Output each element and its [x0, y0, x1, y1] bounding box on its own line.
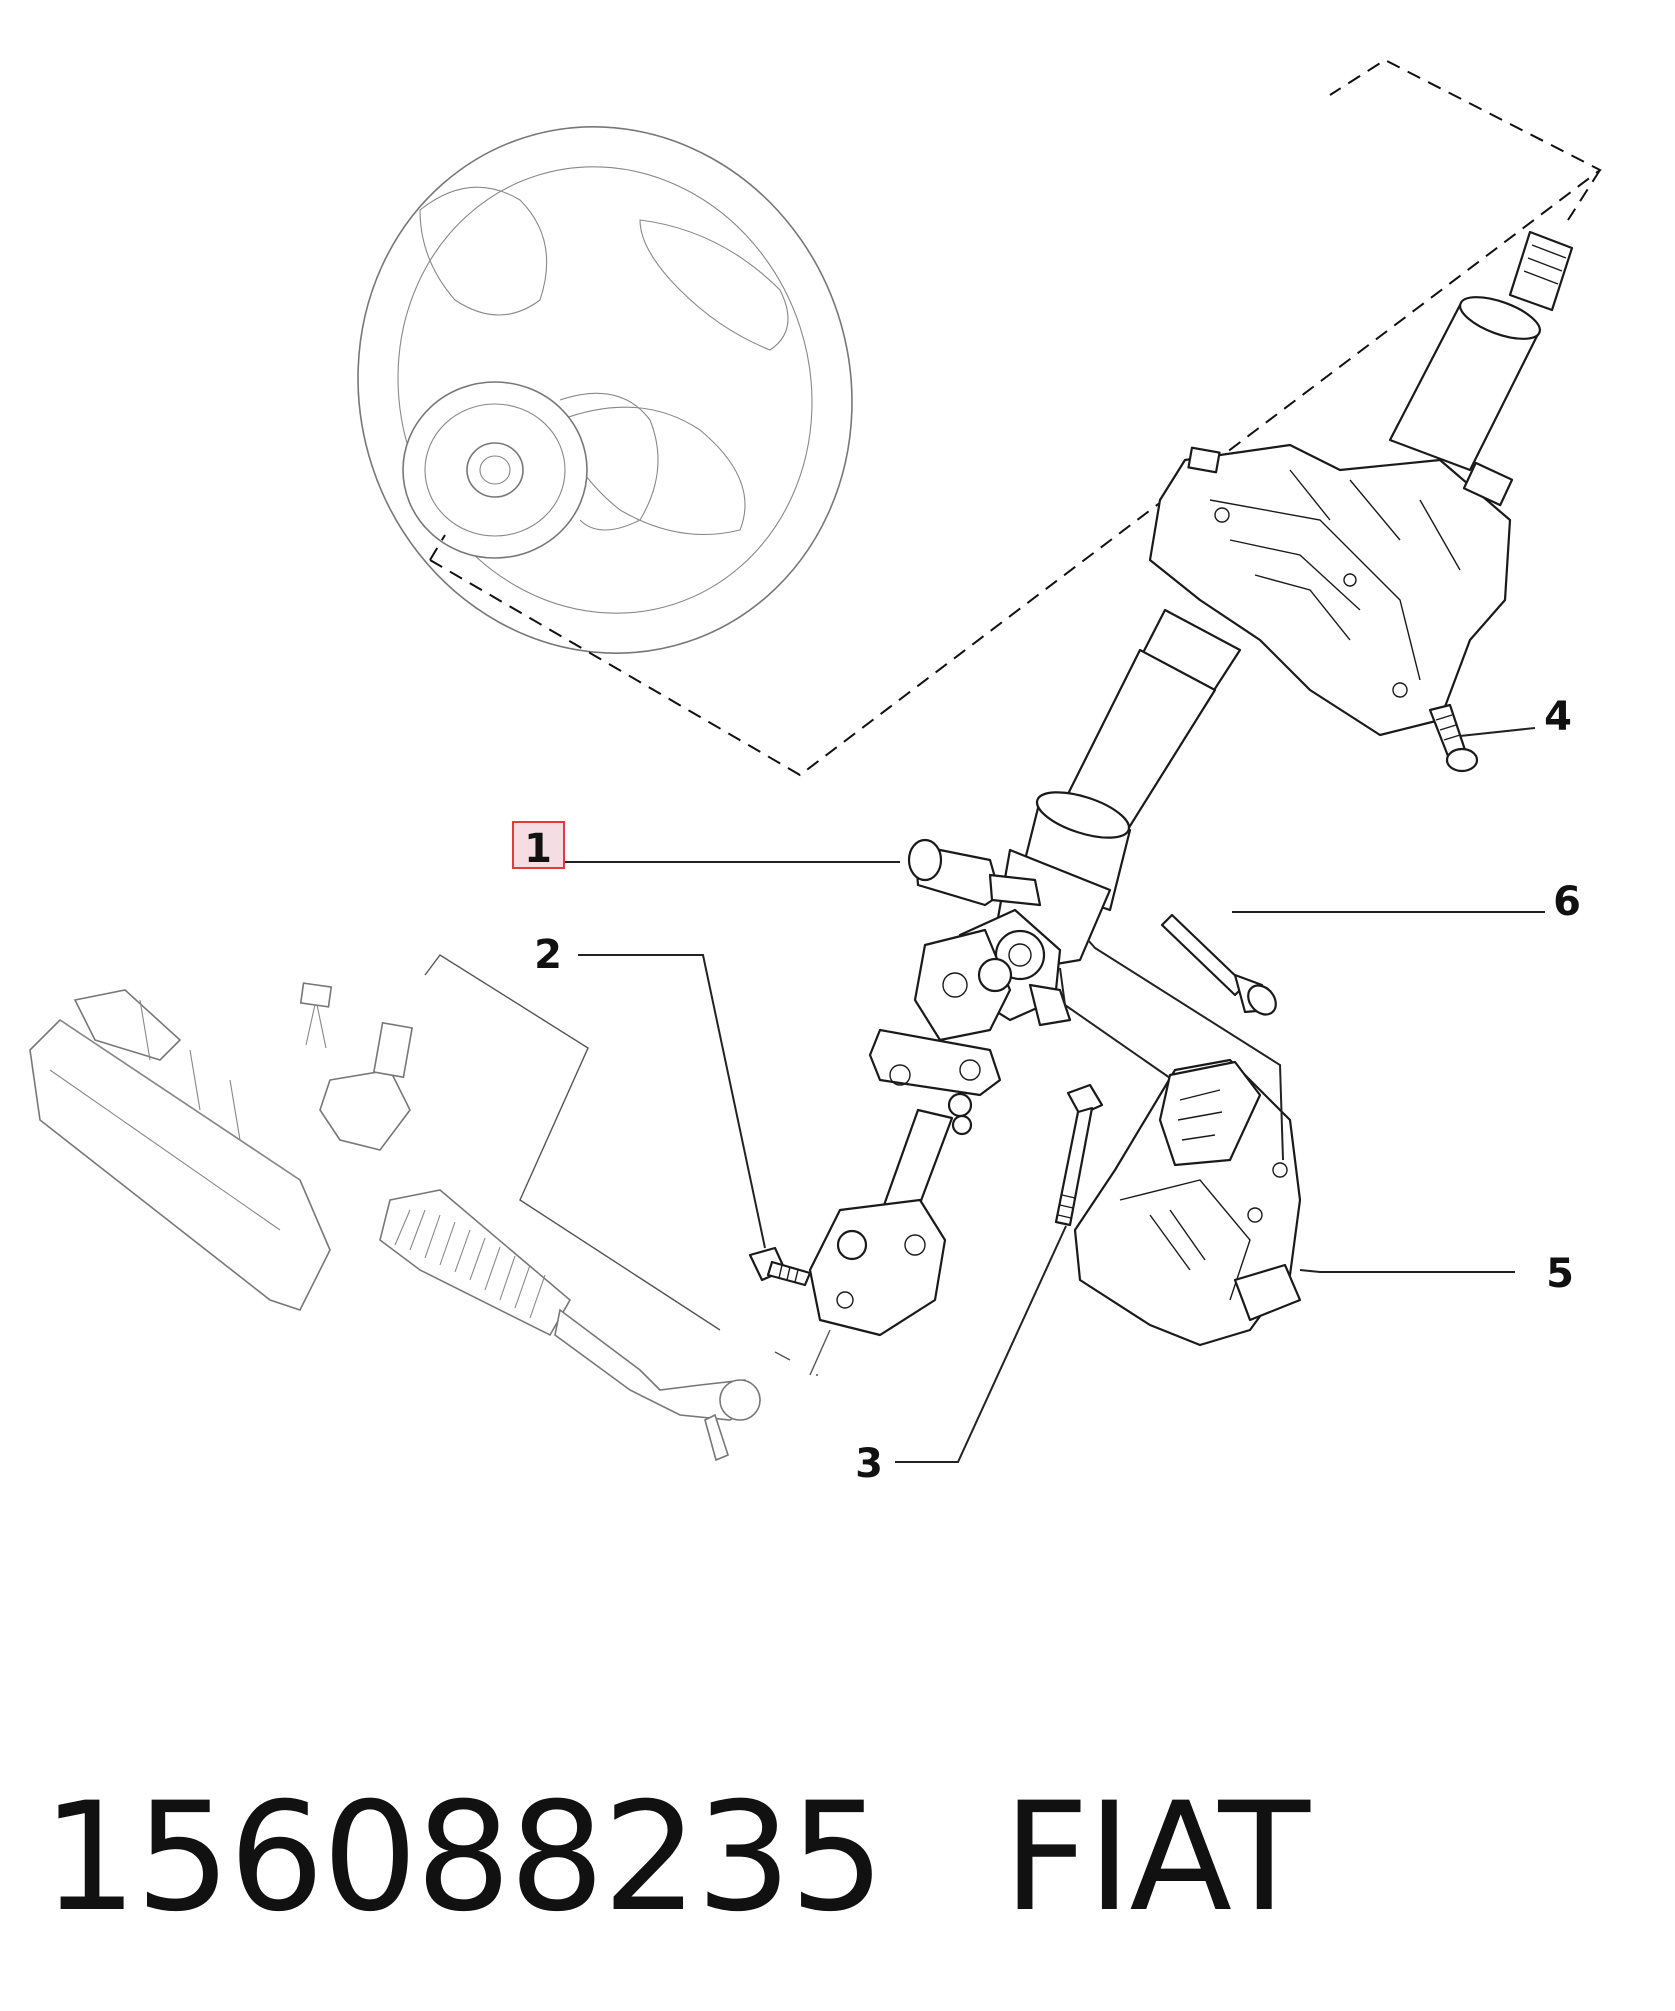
footer-caption: 156088235 FIAT	[42, 1768, 1310, 1948]
steering-column-assembly	[907, 230, 1574, 967]
callout-3-label: 3	[855, 1441, 883, 1487]
leader-item-5-group	[1059, 939, 1284, 1161]
leader-item-5	[1299, 1269, 1515, 1273]
leader-item-4	[1459, 727, 1536, 737]
bolt-item-2	[748, 1246, 812, 1287]
intermediate-shaft	[808, 908, 1072, 1337]
lock-module-item-5	[1073, 1058, 1302, 1347]
steering-wheel-illustration	[357, 126, 853, 654]
callout-6-label: 6	[1553, 879, 1581, 925]
callout-4-label: 4	[1544, 694, 1572, 740]
leader-item-2	[578, 954, 766, 1249]
callout-1-highlight	[512, 821, 565, 869]
brand-name: FIAT	[1002, 1771, 1310, 1945]
column-top-dashed-guide	[1567, 169, 1601, 221]
bolt-item-6	[1160, 913, 1277, 1016]
callout-5-label: 5	[1546, 1251, 1574, 1297]
screw-item-4	[1428, 703, 1479, 773]
callout-2-label: 2	[534, 932, 562, 978]
leader-item-3	[895, 1225, 1067, 1463]
part-number: 156088235	[42, 1771, 885, 1945]
rack-assembly-guide	[424, 954, 831, 1376]
callout-1-label: 1	[524, 826, 552, 872]
bolt-item-3	[1054, 1083, 1104, 1227]
steering-rack-illustration	[29, 982, 762, 1462]
